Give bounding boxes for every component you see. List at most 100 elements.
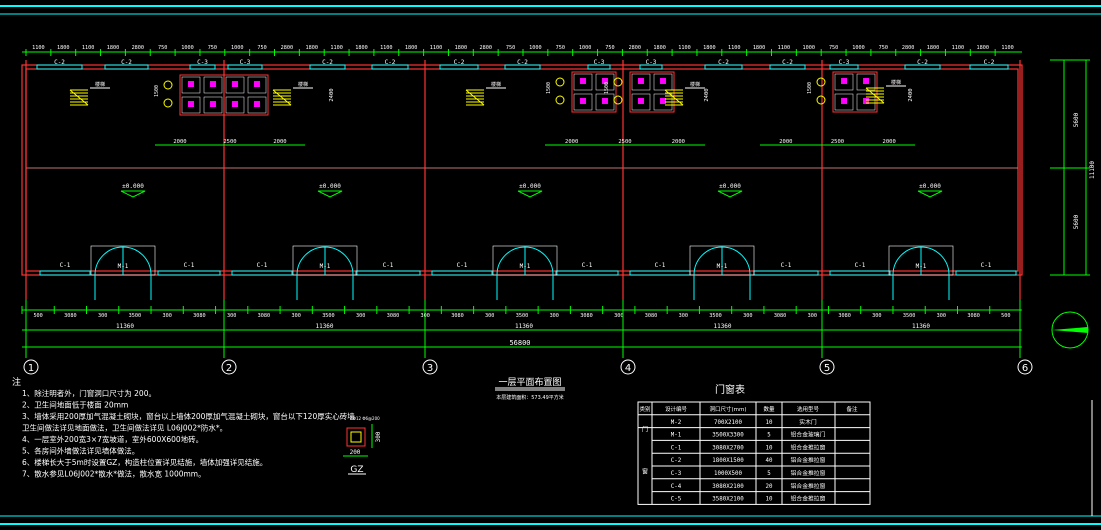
- table-cell: 铝合金推拉窗: [791, 495, 826, 503]
- axis-label: 2: [226, 363, 232, 374]
- window-bottom: [355, 270, 421, 276]
- side-dimension: 2400: [329, 88, 335, 101]
- window-label: C-1: [781, 262, 792, 269]
- bottom-dimension-value: 3500: [903, 313, 916, 319]
- table-cell: 3080X2100: [712, 484, 744, 490]
- basin-icon: [816, 95, 826, 105]
- top-dimension-value: 750: [829, 45, 838, 51]
- toilet-stall: [203, 96, 223, 114]
- bottom-dimension-value: 3500: [129, 313, 142, 319]
- axis-gridlines: [25, 60, 1021, 358]
- top-dimension-value: 1100: [330, 45, 343, 51]
- window-top: [227, 64, 263, 70]
- window-label: C-3: [197, 59, 208, 66]
- bottom-dimension-value: 300: [872, 313, 881, 319]
- bottom-dimension-value: 3500: [709, 313, 722, 319]
- toilet-fixture: [638, 78, 644, 84]
- toilet-fixture: [232, 101, 238, 107]
- stair-break: [69, 89, 89, 106]
- top-dimension-value: 1000: [579, 45, 592, 51]
- note-line: 7、散水参见L06J002*散水*做法，散水宽 1000mm。: [22, 469, 206, 479]
- toilet-stall: [653, 73, 673, 91]
- axis-bubble: [221, 359, 237, 375]
- table-cell: 1800X1500: [712, 458, 744, 464]
- table-cell: 10: [766, 420, 773, 426]
- stair-break: [865, 87, 885, 104]
- toilet-stall: [247, 96, 267, 114]
- window-top: [904, 64, 941, 70]
- window-label: C-2: [984, 59, 995, 66]
- top-dimension-value: 750: [605, 45, 614, 51]
- toilet-block: [179, 74, 269, 116]
- axis-label: 4: [625, 363, 631, 374]
- toilet-fixture: [841, 98, 847, 104]
- toilet-fixture: [254, 101, 260, 107]
- table-cell: C-4: [671, 484, 682, 490]
- note-line: 5、各房间外墙做法详见墙体做法。: [22, 446, 139, 456]
- elevation-triangle: [517, 190, 543, 198]
- note-line: 卫生间做法详见地面做法，卫生间做法详见 L06J002*防水*。: [22, 423, 227, 433]
- elevation-triangle: [717, 190, 743, 198]
- door-swing: [524, 246, 554, 276]
- gz-dim-width: 200: [350, 449, 361, 456]
- interior-dimension: 2000: [883, 139, 896, 145]
- basin-icon: [613, 95, 623, 105]
- toilet-stall: [225, 76, 245, 94]
- window-label: C-1: [257, 262, 268, 269]
- toilet-block: [571, 71, 617, 113]
- toilet-fixture: [660, 98, 666, 104]
- top-dimension-value: 1000: [181, 45, 194, 51]
- axis-label: 1: [28, 363, 34, 374]
- bottom-dimension-value: 3080: [967, 313, 980, 319]
- stair-label: 楼梯: [891, 79, 901, 86]
- top-dimension-value: 750: [879, 45, 888, 51]
- axis-label: 6: [1022, 363, 1028, 374]
- table-category-door: 门: [642, 425, 648, 433]
- gz-label: GZ: [350, 465, 363, 475]
- elevation-triangle: [317, 190, 343, 198]
- axis-bubble: [620, 359, 636, 375]
- axis-bubble: [23, 359, 39, 375]
- table-cell: 700X2100: [714, 420, 742, 426]
- table-cell: 铝合金推拉窗: [791, 482, 826, 490]
- note-line: 6、楼梯长大于5m时设置GZ，构造柱位置详见结施，墙体加强详见结施。: [22, 457, 267, 467]
- top-dimension-value: 2800: [281, 45, 294, 51]
- toilet-stall: [247, 76, 267, 94]
- table-cell: M-1: [671, 433, 682, 439]
- axis-label: 5: [824, 363, 830, 374]
- window-top: [504, 64, 541, 70]
- toilet-stall: [181, 76, 201, 94]
- window-label: C-1: [855, 262, 866, 269]
- basin-icon: [163, 80, 173, 90]
- table-cell: 3080X2700: [712, 445, 744, 451]
- window-bottom: [431, 270, 493, 276]
- top-dimension-value: 1100: [952, 45, 965, 51]
- bottom-dimension-value: 3080: [64, 313, 77, 319]
- bottom-dimension-value: 300: [485, 313, 494, 319]
- door-table-title: 门窗表: [715, 383, 745, 396]
- note-line: 4、一层室外200宽3×7宽坡道，室外600X600地砖。: [22, 434, 203, 444]
- interior-dimension: 2000: [173, 139, 186, 145]
- top-dimension-value: 1000: [803, 45, 816, 51]
- window-bottom: [39, 270, 91, 276]
- side-dimension: 2400: [908, 88, 914, 101]
- door-swing: [324, 246, 354, 276]
- door-swing: [94, 246, 124, 276]
- top-dimension-value: 1000: [231, 45, 244, 51]
- bay-dimension-value: 11360: [315, 323, 333, 330]
- toilet-fixture: [602, 78, 608, 84]
- table-cell: 铝合金推拉窗: [791, 456, 826, 464]
- table-cell: 5: [767, 433, 771, 439]
- top-dimension-value: 1800: [976, 45, 989, 51]
- top-dimension-value: 1800: [57, 45, 70, 51]
- door-label: M-1: [717, 263, 728, 270]
- door-label: M-1: [320, 263, 331, 270]
- toilet-stall: [181, 96, 201, 114]
- bottom-dimension-value: 3080: [387, 313, 400, 319]
- door-swing: [920, 246, 950, 276]
- drawing-subtitle: 本层建筑面积：573.49平方米: [496, 394, 564, 401]
- toilet-fixture: [254, 81, 260, 87]
